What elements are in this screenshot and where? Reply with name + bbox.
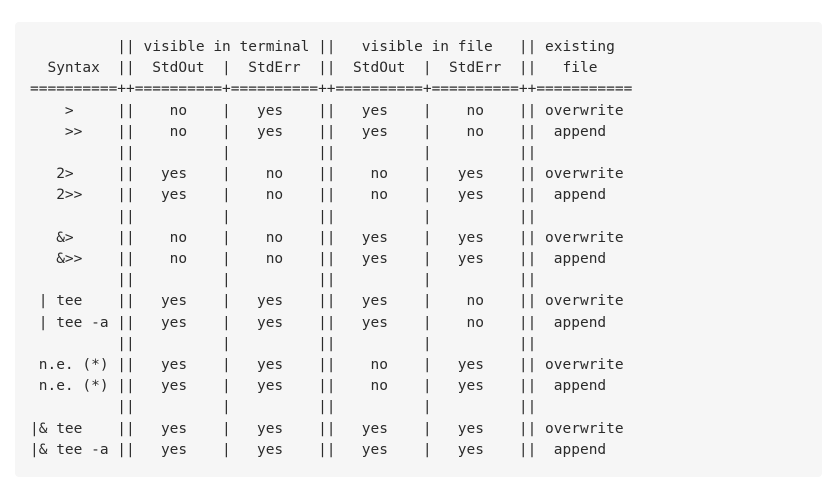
table-row: |& tee -a || yes | yes || yes | yes || a… [30,441,607,458]
table-spacer-row: || | || | || [30,145,537,162]
table-header-line-2: Syntax || StdOut | StdErr || StdOut | St… [30,60,598,77]
table-row: | tee -a || yes | yes || yes | no || app… [30,314,607,331]
table-row: n.e. (*) || yes | yes || no | yes || ove… [30,357,624,374]
table-spacer-row: || | || | || [30,399,537,416]
table-row: | tee || yes | yes || yes | no || overwr… [30,293,624,310]
code-block: || visible in terminal || visible in fil… [15,22,822,477]
table-row: &> || no | no || yes | yes || overwrite [30,229,624,246]
redirection-table: || visible in terminal || visible in fil… [30,37,632,461]
table-separator: ==========++==========+==========++=====… [30,81,633,98]
table-row: >> || no | yes || yes | no || append [30,123,607,140]
table-row: &>> || no | no || yes | yes || append [30,251,607,268]
table-row: 2>> || yes | no || no | yes || append [30,187,607,204]
table-row: |& tee || yes | yes || yes | yes || over… [30,420,624,437]
table-spacer-row: || | || | || [30,272,537,289]
table-row: n.e. (*) || yes | yes || no | yes || app… [30,378,607,395]
table-row: 2> || yes | no || no | yes || overwrite [30,166,624,183]
table-spacer-row: || | || | || [30,335,537,352]
table-header-line-1: || visible in terminal || visible in fil… [30,39,615,55]
table-spacer-row: || | || | || [30,208,537,225]
table-row: > || no | yes || yes | no || overwrite [30,102,624,119]
